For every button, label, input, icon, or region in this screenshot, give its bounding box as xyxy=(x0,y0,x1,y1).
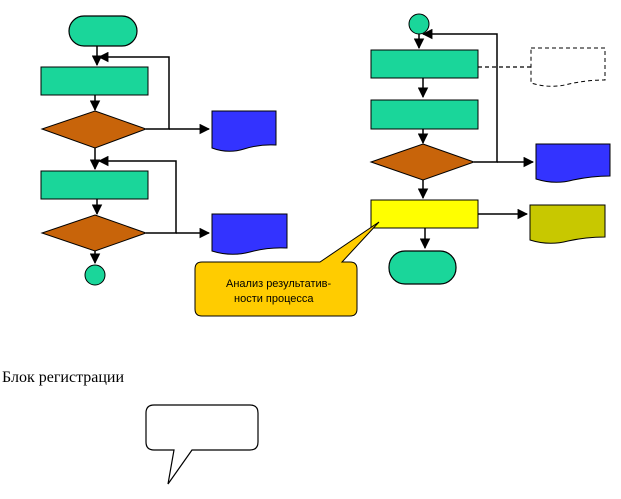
decision-1 xyxy=(40,110,148,149)
decision-2 xyxy=(40,214,148,252)
registration-speech-bubble xyxy=(145,404,259,485)
caption-registration-block: Блок регистрации xyxy=(2,369,124,386)
process-block-4 xyxy=(370,99,479,130)
process-block-yellow xyxy=(370,199,479,229)
process-block-2 xyxy=(40,170,149,200)
loop-connector xyxy=(97,51,170,130)
process-block-1 xyxy=(40,66,149,96)
document-blue-1 xyxy=(211,110,277,152)
loop-connector xyxy=(97,155,177,234)
loop-connector xyxy=(421,28,498,163)
start-terminal xyxy=(68,15,138,47)
decision-3 xyxy=(369,143,476,181)
document-blue-2 xyxy=(211,213,288,255)
start-connector-circle xyxy=(408,13,430,35)
callout-text-line1: Анализ результатив- xyxy=(226,278,331,290)
document-dashed xyxy=(530,47,606,87)
end-connector-circle xyxy=(84,264,106,286)
callout-text-line2: ности процесса xyxy=(234,293,314,305)
end-terminal xyxy=(388,250,457,285)
process-block-3 xyxy=(370,49,479,79)
document-blue-3 xyxy=(535,143,611,183)
document-olive xyxy=(529,204,606,244)
analysis-callout xyxy=(194,221,380,317)
